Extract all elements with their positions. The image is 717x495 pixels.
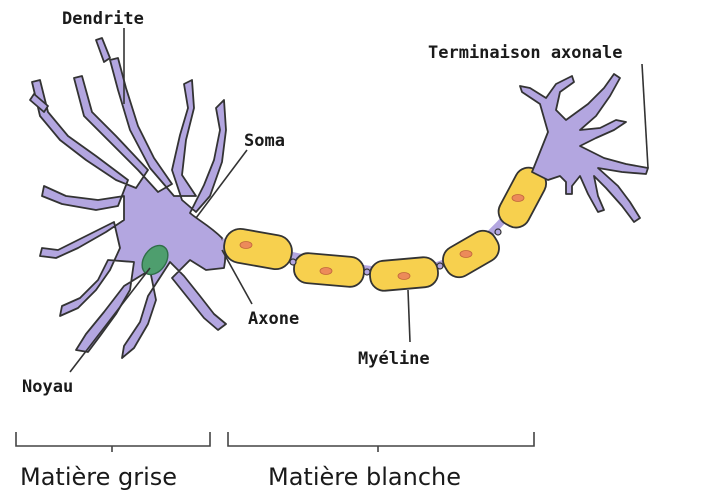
- myelin-segment-nucleus: [398, 273, 410, 280]
- ranvier-node: [437, 263, 443, 269]
- myelin-segment-nucleus: [512, 195, 524, 202]
- dendrite-branch-top: [96, 38, 110, 62]
- grey-matter-bracket: [16, 432, 210, 452]
- myelin-segment-nucleus: [460, 251, 472, 258]
- myelin-segment: [222, 226, 295, 271]
- white-matter-bracket: [228, 432, 534, 452]
- axon-terminal-leader: [642, 64, 648, 168]
- label-nucleus: Noyau: [22, 377, 73, 397]
- dendrite-tree: [32, 58, 226, 358]
- label-axon: Axone: [248, 309, 299, 329]
- myelin-leader: [408, 290, 410, 342]
- label-grey-matter: Matière grise: [20, 463, 177, 491]
- label-dendrite: Dendrite: [62, 9, 144, 29]
- myelin-sheath: [222, 163, 551, 292]
- ranvier-node: [290, 259, 296, 265]
- nucleus-leader: [70, 268, 150, 372]
- label-myelin: Myéline: [358, 349, 430, 369]
- label-soma: Soma: [244, 131, 285, 151]
- myelin-segment-nucleus: [240, 242, 252, 249]
- ranvier-node: [364, 269, 370, 275]
- ranvier-node: [495, 229, 501, 235]
- label-white-matter: Matière blanche: [268, 463, 461, 491]
- myelin-segment-nucleus: [320, 268, 332, 275]
- label-axon-terminal: Terminaison axonale: [428, 43, 622, 63]
- grey-matter-bracket-line: [16, 432, 210, 452]
- white-matter-bracket-line: [228, 432, 534, 452]
